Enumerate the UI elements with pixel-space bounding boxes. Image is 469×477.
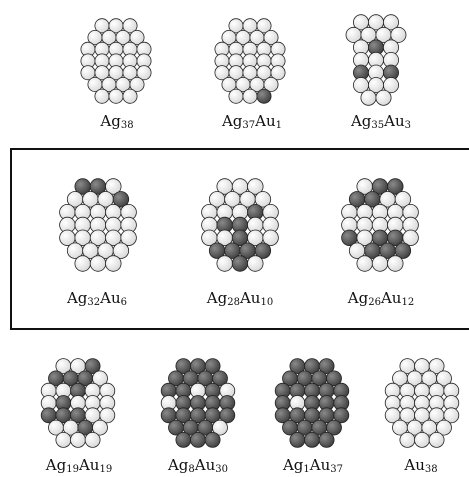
label-ag26au12: Ag26Au12 — [348, 289, 414, 308]
silver-atom — [109, 89, 123, 103]
cluster-ag19au19 — [30, 358, 126, 448]
label-ag35au3: Ag35Au3 — [351, 112, 411, 131]
gold-atom — [232, 256, 248, 272]
cluster-au38 — [380, 358, 464, 448]
silver-atom — [357, 256, 373, 272]
cluster-ag37au1 — [202, 18, 298, 104]
cluster-ag38 — [68, 18, 164, 104]
label-ag37au1: Ag37Au1 — [222, 112, 282, 131]
silver-atom — [400, 432, 415, 447]
label-ag38: Ag38 — [100, 112, 133, 131]
gold-atom — [191, 432, 206, 447]
gold-atom — [176, 432, 191, 447]
gold-atom — [257, 89, 271, 103]
cluster-ag28au10 — [190, 178, 290, 272]
silver-atom — [95, 89, 109, 103]
silver-atom — [388, 256, 404, 272]
silver-atom — [106, 256, 122, 272]
silver-atom — [248, 256, 264, 272]
silver-atom — [71, 432, 86, 447]
silver-atom — [229, 89, 243, 103]
silver-atom — [217, 256, 233, 272]
gold-atom — [205, 432, 220, 447]
cluster-ag8au30 — [150, 358, 246, 448]
silver-atom — [372, 256, 388, 272]
silver-atom — [75, 256, 91, 272]
cluster-ag35au3 — [338, 14, 414, 106]
silver-atom — [361, 90, 376, 105]
cluster-ag1au37 — [264, 358, 360, 448]
cluster-ag26au12 — [330, 178, 430, 272]
label-au38: Au38 — [404, 456, 437, 475]
silver-atom — [429, 432, 444, 447]
gold-atom — [319, 432, 334, 447]
silver-atom — [85, 432, 100, 447]
gold-atom — [305, 432, 320, 447]
label-ag19au19: Ag19Au19 — [46, 456, 112, 475]
label-ag32au6: Ag32Au6 — [67, 289, 127, 308]
silver-atom — [90, 256, 106, 272]
silver-atom — [376, 90, 391, 105]
label-ag28au10: Ag28Au10 — [207, 289, 273, 308]
silver-atom — [123, 89, 137, 103]
cluster-ag32au6 — [48, 178, 148, 272]
silver-atom — [56, 432, 71, 447]
silver-atom — [243, 89, 257, 103]
label-ag8au30: Ag8Au30 — [168, 456, 228, 475]
gold-atom — [290, 432, 305, 447]
label-ag1au37: Ag1Au37 — [283, 456, 343, 475]
silver-atom — [415, 432, 430, 447]
